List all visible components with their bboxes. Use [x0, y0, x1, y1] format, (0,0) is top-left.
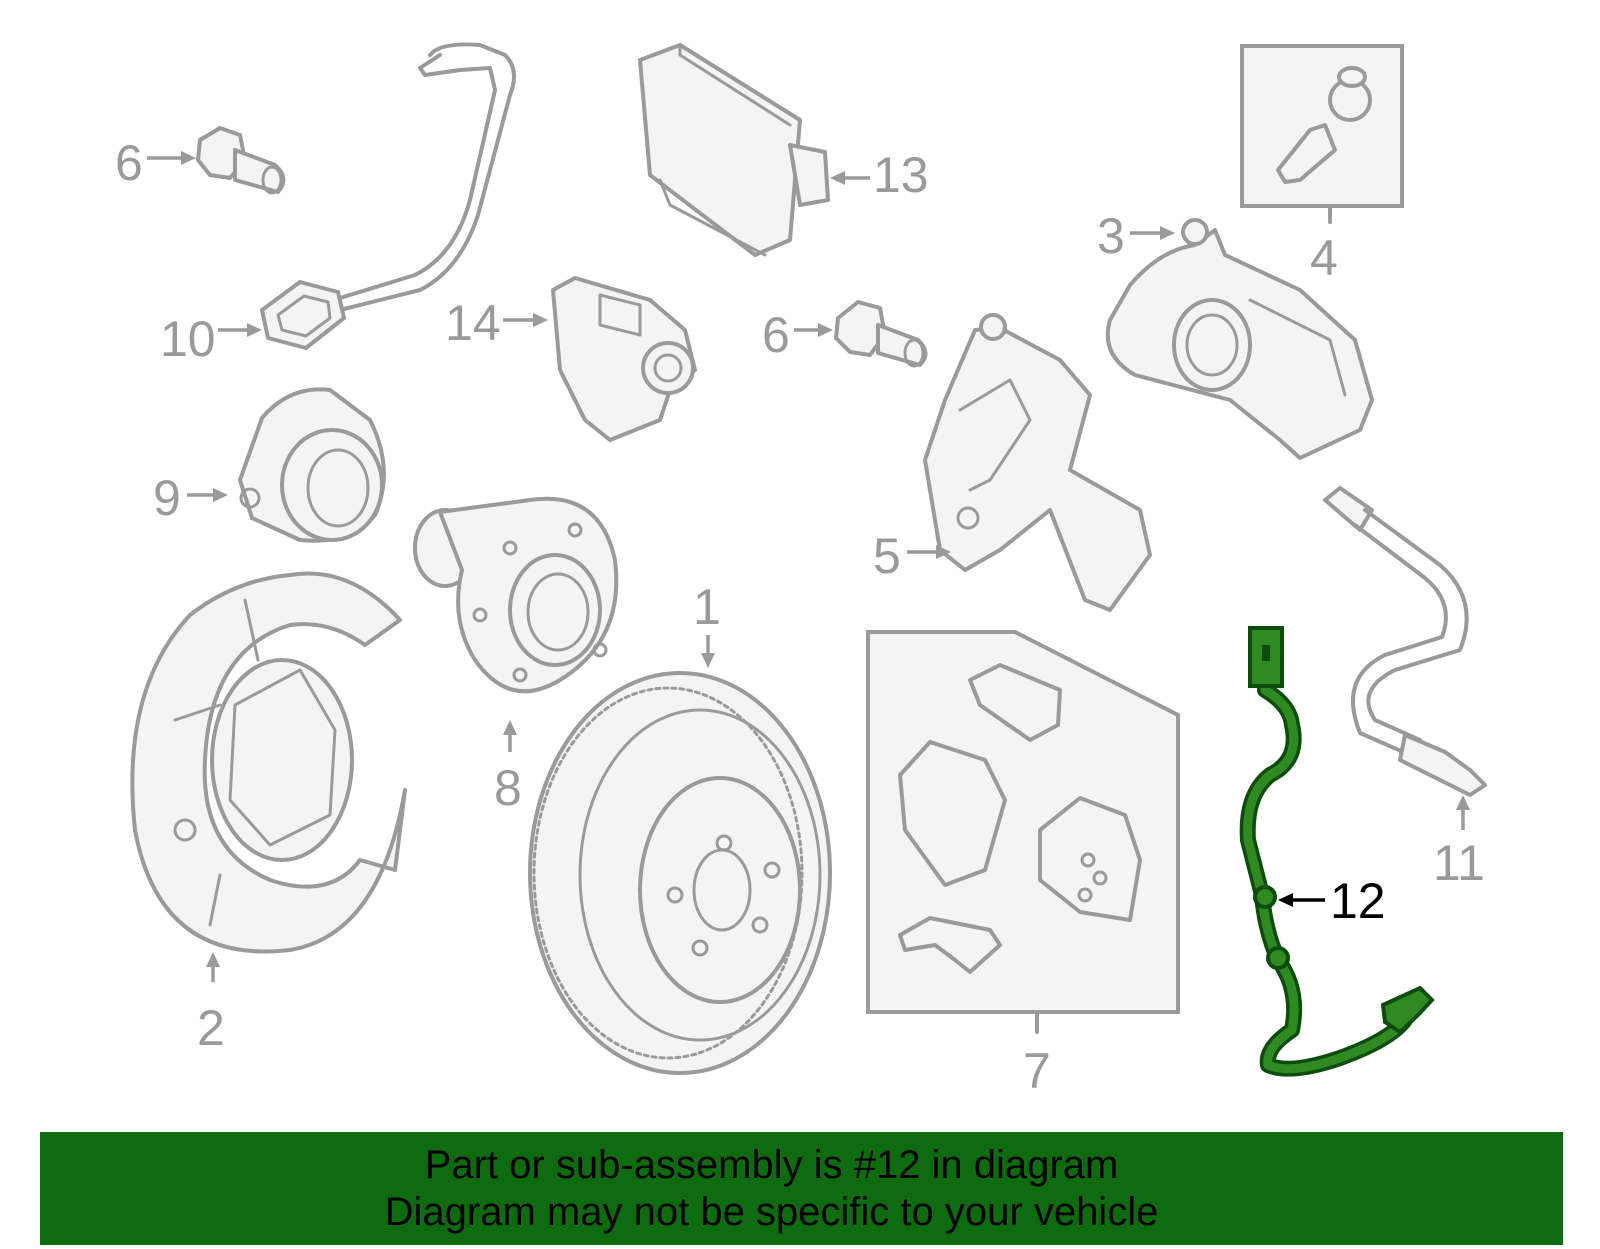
callout-4: 4 — [1310, 230, 1338, 286]
svg-text:11: 11 — [1433, 835, 1485, 891]
svg-text:10: 10 — [160, 311, 216, 367]
svg-text:6: 6 — [762, 307, 790, 363]
part-8-hub[interactable] — [413, 496, 619, 752]
callout-6-lower: 6 — [762, 307, 833, 363]
callout-9: 9 — [153, 470, 228, 526]
callout-6-upper: 6 — [115, 135, 196, 191]
callout-14: 14 — [445, 295, 548, 351]
part-10-wear-sensor[interactable] — [260, 42, 516, 350]
part-7-brake-pad-kit[interactable] — [866, 630, 1180, 1034]
callout-12: 12 — [1278, 873, 1386, 929]
part-1-rotor[interactable] — [528, 635, 832, 1075]
part-6-bolt-upper[interactable] — [196, 126, 286, 195]
part-9-wheel-bearing[interactable] — [238, 387, 386, 543]
info-banner: Part or sub-assembly is #12 in diagram D… — [40, 1132, 1563, 1245]
svg-text:14: 14 — [445, 295, 501, 351]
svg-text:7: 7 — [1023, 1043, 1051, 1099]
svg-text:2: 2 — [197, 1000, 225, 1056]
callout-2: 2 — [197, 1000, 225, 1056]
svg-text:4: 4 — [1310, 230, 1338, 286]
callout-11: 11 — [1433, 835, 1485, 891]
svg-text:13: 13 — [873, 147, 929, 203]
part-12-abs-sensor[interactable] — [1239, 626, 1435, 1077]
svg-text:5: 5 — [873, 528, 901, 584]
svg-text:1: 1 — [693, 579, 721, 635]
svg-text:6: 6 — [115, 135, 143, 191]
banner-line-1: Part or sub-assembly is #12 in diagram — [424, 1142, 1119, 1187]
svg-text:12: 12 — [1330, 873, 1386, 929]
part-3-caliper[interactable] — [1105, 218, 1374, 460]
banner-line-2: Diagram may not be specific to your vehi… — [384, 1189, 1159, 1234]
callout-5: 5 — [873, 528, 951, 584]
callout-13: 13 — [830, 147, 929, 203]
svg-text:9: 9 — [153, 470, 181, 526]
callout-3: 3 — [1097, 208, 1175, 264]
callout-10: 10 — [160, 311, 262, 367]
part-2-dust-shield[interactable] — [130, 571, 407, 982]
callout-8: 8 — [494, 760, 522, 816]
part-11-brake-hose[interactable] — [1323, 486, 1487, 830]
part-4-bleeder-kit[interactable] — [1240, 44, 1404, 224]
part-13-control-module[interactable] — [638, 43, 830, 257]
part-6-bolt-lower[interactable] — [834, 300, 928, 368]
svg-text:8: 8 — [494, 760, 522, 816]
part-14-bracket[interactable] — [551, 276, 697, 442]
callout-7: 7 — [1023, 1043, 1051, 1099]
svg-text:3: 3 — [1097, 208, 1125, 264]
part-5-caliper-bracket[interactable] — [923, 313, 1152, 612]
callout-1: 1 — [693, 579, 721, 635]
